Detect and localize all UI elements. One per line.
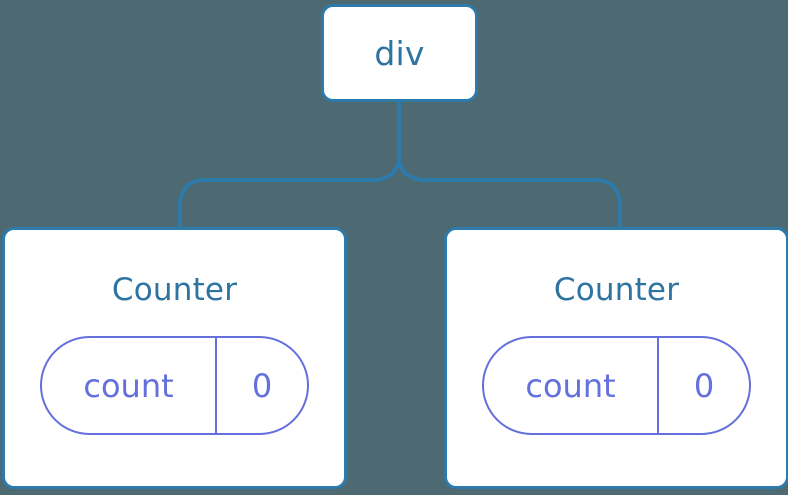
node-counter-right-title: Counter <box>553 272 680 308</box>
state-pill-left[interactable]: count 0 <box>40 336 309 435</box>
node-div-label: div <box>374 33 425 73</box>
state-pill-right-key-cell: count <box>484 338 659 433</box>
node-div[interactable]: div <box>321 4 478 102</box>
node-counter-right[interactable]: Counter count 0 <box>444 227 788 489</box>
state-pill-right[interactable]: count 0 <box>482 336 751 435</box>
connector-branch-right <box>397 155 622 229</box>
node-counter-left[interactable]: Counter count 0 <box>2 227 347 489</box>
state-pill-left-value-cell: 0 <box>217 338 307 433</box>
state-pill-right-value-cell: 0 <box>659 338 749 433</box>
state-pill-left-value: 0 <box>251 366 273 405</box>
node-counter-left-title: Counter <box>111 272 238 308</box>
state-pill-right-key: count <box>525 366 616 405</box>
connector-branch-left <box>178 155 401 229</box>
state-pill-left-key-cell: count <box>42 338 217 433</box>
state-pill-right-value: 0 <box>693 366 715 405</box>
state-pill-left-key: count <box>83 366 174 405</box>
